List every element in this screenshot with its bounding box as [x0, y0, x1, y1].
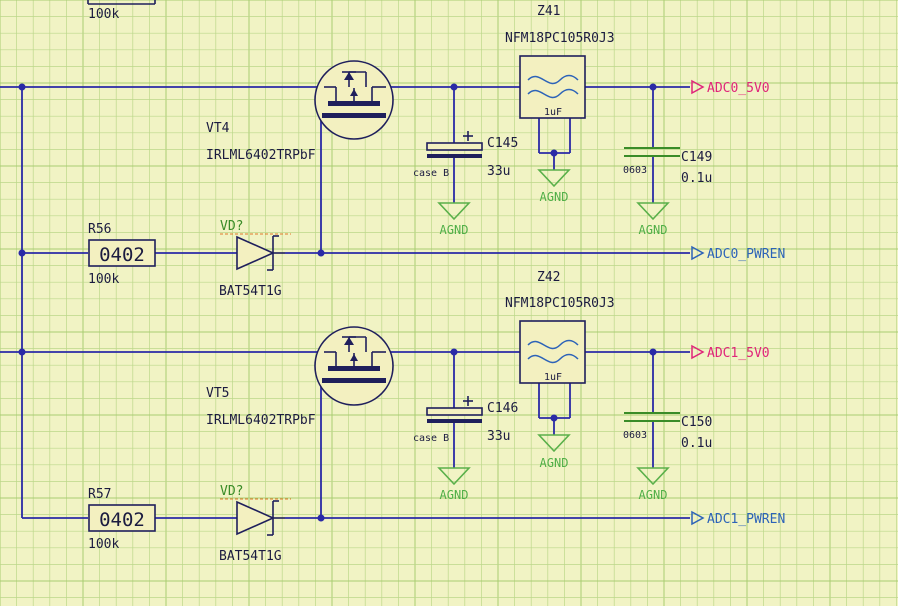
- cap-small-ref: C149: [681, 150, 712, 165]
- mosfet-part: IRLML6402TRPbF: [206, 148, 316, 163]
- resistor-value: 100k: [88, 272, 119, 287]
- resistor-value: 100k: [88, 537, 119, 552]
- cap-bulk-package: case B: [413, 433, 449, 444]
- filter-part: NFM18PC105R0J3: [505, 31, 615, 46]
- net-label-enable[interactable]: ADC1_PWREN: [707, 512, 785, 527]
- partial-resistor-value: 100k: [88, 7, 119, 22]
- partial-resistor-top: 100k: [87, 0, 156, 22]
- diode-schottky[interactable]: [220, 498, 291, 536]
- filter-value: 1uF: [544, 372, 562, 383]
- filter-ref: Z42: [537, 270, 560, 285]
- filter-part: NFM18PC105R0J3: [505, 296, 615, 311]
- resistor-package: 0402: [99, 509, 145, 531]
- mosfet-vt4[interactable]: [314, 60, 394, 140]
- net-label-power[interactable]: ADC0_5V0: [707, 81, 770, 96]
- capacitor-c150[interactable]: [624, 412, 680, 422]
- cap-bulk-value: 33u: [487, 164, 510, 179]
- diode-ref: VD?: [220, 484, 243, 499]
- ground-label: AGND: [440, 223, 469, 237]
- diode-ref: VD?: [220, 219, 243, 234]
- ground-icon: [537, 169, 571, 188]
- mosfet-vt5[interactable]: [314, 326, 394, 406]
- filter-ref: Z41: [537, 4, 560, 19]
- cap-bulk-package: case B: [413, 168, 449, 179]
- mosfet-part: IRLML6402TRPbF: [206, 413, 316, 428]
- resistor-package: 0402: [99, 244, 145, 266]
- net-port-arrow-icon: [691, 245, 705, 261]
- mosfet-ref: VT4: [206, 121, 230, 136]
- filter-z42[interactable]: 1uF: [519, 320, 586, 384]
- cap-bulk-value: 33u: [487, 429, 510, 444]
- channel-1: VT5 IRLML6402TRPbF 0402 R57 100k VD? BAT…: [0, 270, 785, 564]
- resistor-ref: R57: [88, 487, 111, 502]
- cap-small-ref: C150: [681, 415, 712, 430]
- channel-0: VT4 IRLML6402TRPbF 0402 R56 100k VD? BAT…: [0, 4, 785, 299]
- ground-icon: [636, 202, 670, 221]
- cap-small-package: 0603: [623, 165, 647, 176]
- resistor-r56[interactable]: 0402: [88, 239, 156, 267]
- resistor-r57[interactable]: 0402: [88, 504, 156, 532]
- cap-bulk-ref: C145: [487, 136, 518, 151]
- junction-dots-channel-1: [18, 348, 657, 522]
- diode-part: BAT54T1G: [219, 284, 282, 299]
- cap-small-value: 0.1u: [681, 171, 712, 186]
- cap-small-value: 0.1u: [681, 436, 712, 451]
- diode-part: BAT54T1G: [219, 549, 282, 564]
- capacitor-c149[interactable]: [624, 147, 680, 157]
- filter-z41[interactable]: 1uF: [519, 55, 586, 119]
- ground-label: AGND: [540, 190, 569, 204]
- ground-label: AGND: [639, 488, 668, 502]
- mosfet-ref: VT5: [206, 386, 229, 401]
- cap-bulk-ref: C146: [487, 401, 518, 416]
- net-label-power[interactable]: ADC1_5V0: [707, 346, 770, 361]
- ground-label: AGND: [639, 223, 668, 237]
- junction-dots-channel-0: [18, 83, 657, 257]
- net-port-arrow-icon: [691, 510, 705, 526]
- net-label-enable[interactable]: ADC0_PWREN: [707, 247, 785, 262]
- ground-icon: [537, 434, 571, 453]
- filter-value: 1uF: [544, 107, 562, 118]
- diode-schottky[interactable]: [220, 233, 291, 271]
- resistor-ref: R56: [88, 222, 111, 237]
- ground-icon: [636, 467, 670, 486]
- net-port-arrow-icon: [691, 79, 705, 95]
- ground-label: AGND: [440, 488, 469, 502]
- net-port-arrow-icon: [691, 344, 705, 360]
- ground-label: AGND: [540, 456, 569, 470]
- capacitor-c145[interactable]: [426, 131, 483, 158]
- capacitor-c146[interactable]: [426, 396, 483, 423]
- cap-small-package: 0603: [623, 430, 647, 441]
- ground-icon: [437, 467, 471, 486]
- ground-icon: [437, 202, 471, 221]
